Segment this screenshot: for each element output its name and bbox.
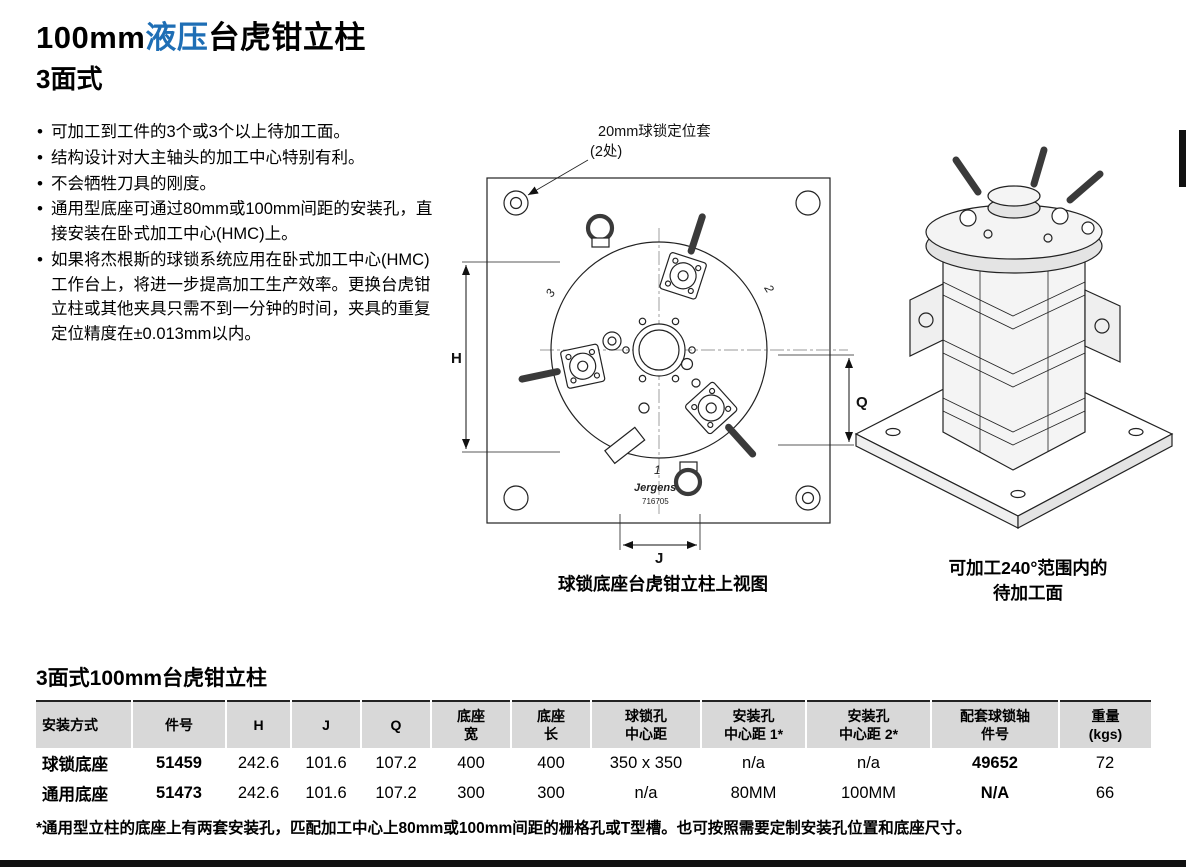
iso-top-hardware xyxy=(952,146,1104,243)
table-header-cell: 底座 宽 xyxy=(430,701,511,749)
table-cell: 107.2 xyxy=(375,783,417,802)
base-plate-outline xyxy=(486,177,831,524)
isometric-drawing xyxy=(848,132,1178,552)
table-cell: 通用底座 xyxy=(42,786,108,805)
table-cell: 49652 xyxy=(972,753,1018,772)
table-cell: 100MM xyxy=(840,783,897,802)
table-header-cell: 重量 (kgs) xyxy=(1058,701,1151,749)
title-size: 100mm xyxy=(36,20,146,55)
face-number-3: 3 xyxy=(543,286,559,299)
table-header-cell: Q xyxy=(360,701,431,749)
feature-bullet: 如果将杰根斯的球锁系统应用在卧式加工中心(HMC)工作台上，将进一步提高加工生产… xyxy=(36,247,446,347)
title-highlight: 液压 xyxy=(145,20,209,55)
table-header-cell: 安装孔 中心距 1* xyxy=(700,701,806,749)
table-header-cell: J xyxy=(290,701,361,749)
center-bore xyxy=(622,317,696,383)
table-cell: N/A xyxy=(980,783,1010,802)
feature-bullet: 结构设计对大主轴头的加工中心特别有利。 xyxy=(36,145,446,171)
table-header-cell: 配套球锁轴 件号 xyxy=(930,701,1059,749)
dimension-q: Q xyxy=(778,354,868,446)
table-title: 3面式100mm台虎钳立柱 xyxy=(36,667,268,690)
dim-label-q: Q xyxy=(856,394,868,411)
lifting-ring-top xyxy=(585,213,615,248)
table-cell: 51473 xyxy=(156,783,202,802)
table-header-row: 安装方式 件号 H J Q 底座 宽 底座 长 球锁孔 中心距 安装孔 中心距 … xyxy=(36,701,1151,749)
table-cell: 242.6 xyxy=(237,783,280,802)
top-view-drawing: 20mm球锁定位套 (2处) xyxy=(448,116,878,596)
table-cell: 101.6 xyxy=(305,753,347,772)
top-view-svg: 20mm球锁定位套 (2处) xyxy=(451,123,868,567)
table-header-cell: 底座 长 xyxy=(510,701,591,749)
iso-view-svg xyxy=(854,146,1174,529)
table-cell: 400 xyxy=(457,753,485,772)
table-cell: 101.6 xyxy=(305,783,347,802)
title-rest: 台虎钳立柱 xyxy=(208,20,366,55)
hardware-details xyxy=(602,331,701,465)
page-edge-tab xyxy=(1179,130,1186,187)
top-view-caption: 球锁底座台虎钳立柱上视图 xyxy=(558,574,768,594)
callout-label: 20mm球锁定位套 xyxy=(598,123,711,140)
iso-caption-line2: 待加工面 xyxy=(993,583,1063,604)
iso-caption-line1: 可加工240°范围内的 xyxy=(948,558,1108,578)
dim-label-h: H xyxy=(451,350,462,367)
feature-bullet: 通用型底座可通过80mm或100mm间距的安装孔，直接安装在卧式加工中心(HMC… xyxy=(36,196,446,247)
next-section-band xyxy=(0,860,1186,867)
table-cell: 51459 xyxy=(156,753,202,772)
lifting-ring-bottom xyxy=(673,461,703,497)
drawing-part-number: 716705 xyxy=(642,497,669,506)
table-cell: 66 xyxy=(1095,783,1115,802)
table-row: 球锁底座 51459 242.6 101.6 107.2 400 400 350… xyxy=(36,748,1151,778)
feature-list: 可加工到工件的3个或3个以上待加工面。 结构设计对大主轴头的加工中心特别有利。 … xyxy=(36,119,446,348)
table-cell: 242.6 xyxy=(237,753,280,772)
footnote: *通用型立柱的底座上有两套安装孔，匹配加工中心上80mm或100mm间距的栅格孔… xyxy=(36,820,972,838)
page-subtitle: 3面式 xyxy=(36,64,103,94)
feature-bullet: 不会牺牲刀具的刚度。 xyxy=(36,171,446,197)
table-cell: n/a xyxy=(742,753,765,772)
table-cell: 400 xyxy=(537,753,565,772)
title-block: 100mm液压台虎钳立柱 3面式 xyxy=(36,12,366,96)
table-header-cell: 件号 xyxy=(131,701,226,749)
iso-clamp-blocks xyxy=(909,283,1121,363)
corner-holes xyxy=(503,190,821,511)
table-cell: 80MM xyxy=(730,783,777,802)
callout-qty: (2处) xyxy=(590,143,622,160)
table-cell: 球锁底座 xyxy=(42,756,108,775)
table-header-cell: H xyxy=(225,701,291,749)
table-cell: 300 xyxy=(537,783,565,802)
spec-table: 安装方式 件号 H J Q 底座 宽 底座 长 球锁孔 中心距 安装孔 中心距 … xyxy=(36,700,1151,808)
table-header-cell: 球锁孔 中心距 xyxy=(590,701,701,749)
table-row: 通用底座 51473 242.6 101.6 107.2 300 300 n/a… xyxy=(36,778,1151,808)
column-body-circle xyxy=(550,241,768,459)
dim-label-j: J xyxy=(655,550,663,566)
dimension-h: H xyxy=(451,261,560,453)
page-title: 100mm液压台虎钳立柱 xyxy=(36,12,366,57)
table-header-cell: 安装孔 中心距 2* xyxy=(805,701,931,749)
table-cell: 350 x 350 xyxy=(609,753,683,772)
spec-table-section: 3面式100mm台虎钳立柱 安装方式 件号 H J Q 底座 宽 底座 长 球锁… xyxy=(36,662,1151,838)
table-header-cell: 安装方式 xyxy=(36,701,132,749)
iso-column-body xyxy=(942,239,1086,471)
iso-view-caption: 可加工240°范围内的 待加工面 xyxy=(878,556,1178,607)
table-cell: 300 xyxy=(457,783,485,802)
table-cell: 107.2 xyxy=(375,753,417,772)
brand-logo-text: Jergens xyxy=(634,482,676,494)
dimension-j: J xyxy=(619,514,701,567)
table-cell: n/a xyxy=(857,753,880,772)
table-cell: n/a xyxy=(634,783,658,802)
face-number-2: 2 xyxy=(761,281,777,295)
face-number-1: 1 xyxy=(654,463,661,477)
table-cell: 72 xyxy=(1095,753,1115,772)
feature-bullet: 可加工到工件的3个或3个以上待加工面。 xyxy=(36,119,446,145)
